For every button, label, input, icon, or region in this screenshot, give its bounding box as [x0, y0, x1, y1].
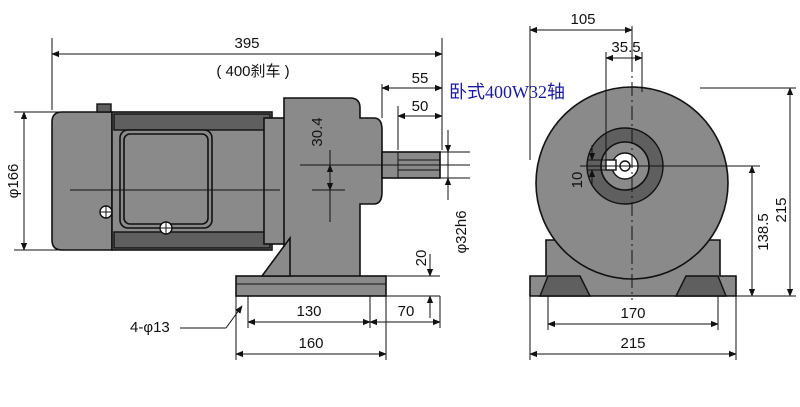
cover-ring: [96, 103, 112, 113]
side-view: 395 ( 400刹车 ) 55 50 30.4 φ166 φ32h6 20: [5, 35, 470, 360]
dim-foot-height: 20: [413, 250, 430, 267]
motor-fins-top: [113, 113, 271, 131]
dim-width-top: 105: [570, 11, 595, 28]
dim-total-height: 215: [773, 197, 790, 222]
dim-shaft-length-55: 55: [412, 70, 429, 87]
end-key: [605, 159, 617, 171]
screw-icon: [159, 221, 173, 235]
dim-base-length: 160: [298, 335, 323, 352]
dim-mount-holes: 4-φ13: [130, 319, 170, 336]
screw-icon: [99, 205, 113, 219]
dim-total-width: 215: [620, 335, 645, 352]
dim-key-width: 10: [569, 172, 586, 189]
dim-motor-diameter: φ166: [5, 164, 22, 199]
terminal-box-inner: [123, 133, 209, 225]
motor-fins-bottom: [113, 231, 271, 249]
end-foot-left: [538, 275, 592, 297]
dim-center-height: 138.5: [755, 213, 772, 251]
dim-center-offset: 35.5: [611, 39, 640, 56]
dim-overall-length-note: ( 400刹车 ): [216, 63, 289, 80]
gearbox-housing: [283, 97, 383, 285]
motor-flange: [263, 117, 287, 245]
dim-base-hole-spacing: 130: [296, 303, 321, 320]
end-view: 105 35.5 10 215 138.5 170 215: [529, 11, 796, 360]
dim-base-end: 70: [398, 303, 415, 320]
dim-shaft-diameter: φ32h6: [453, 210, 470, 253]
dim-shaft-offset: 30.4: [309, 117, 326, 146]
drawing-title: 卧式400W32轴: [449, 82, 565, 102]
dim-overall-length: 395: [234, 35, 259, 52]
fan-cover: [51, 111, 113, 251]
foot-base: [235, 275, 387, 297]
dim-hole-spacing: 170: [620, 305, 645, 322]
dim-shaft-length-50: 50: [412, 98, 429, 115]
end-foot-right: [674, 275, 728, 297]
foot-rib: [260, 235, 291, 277]
